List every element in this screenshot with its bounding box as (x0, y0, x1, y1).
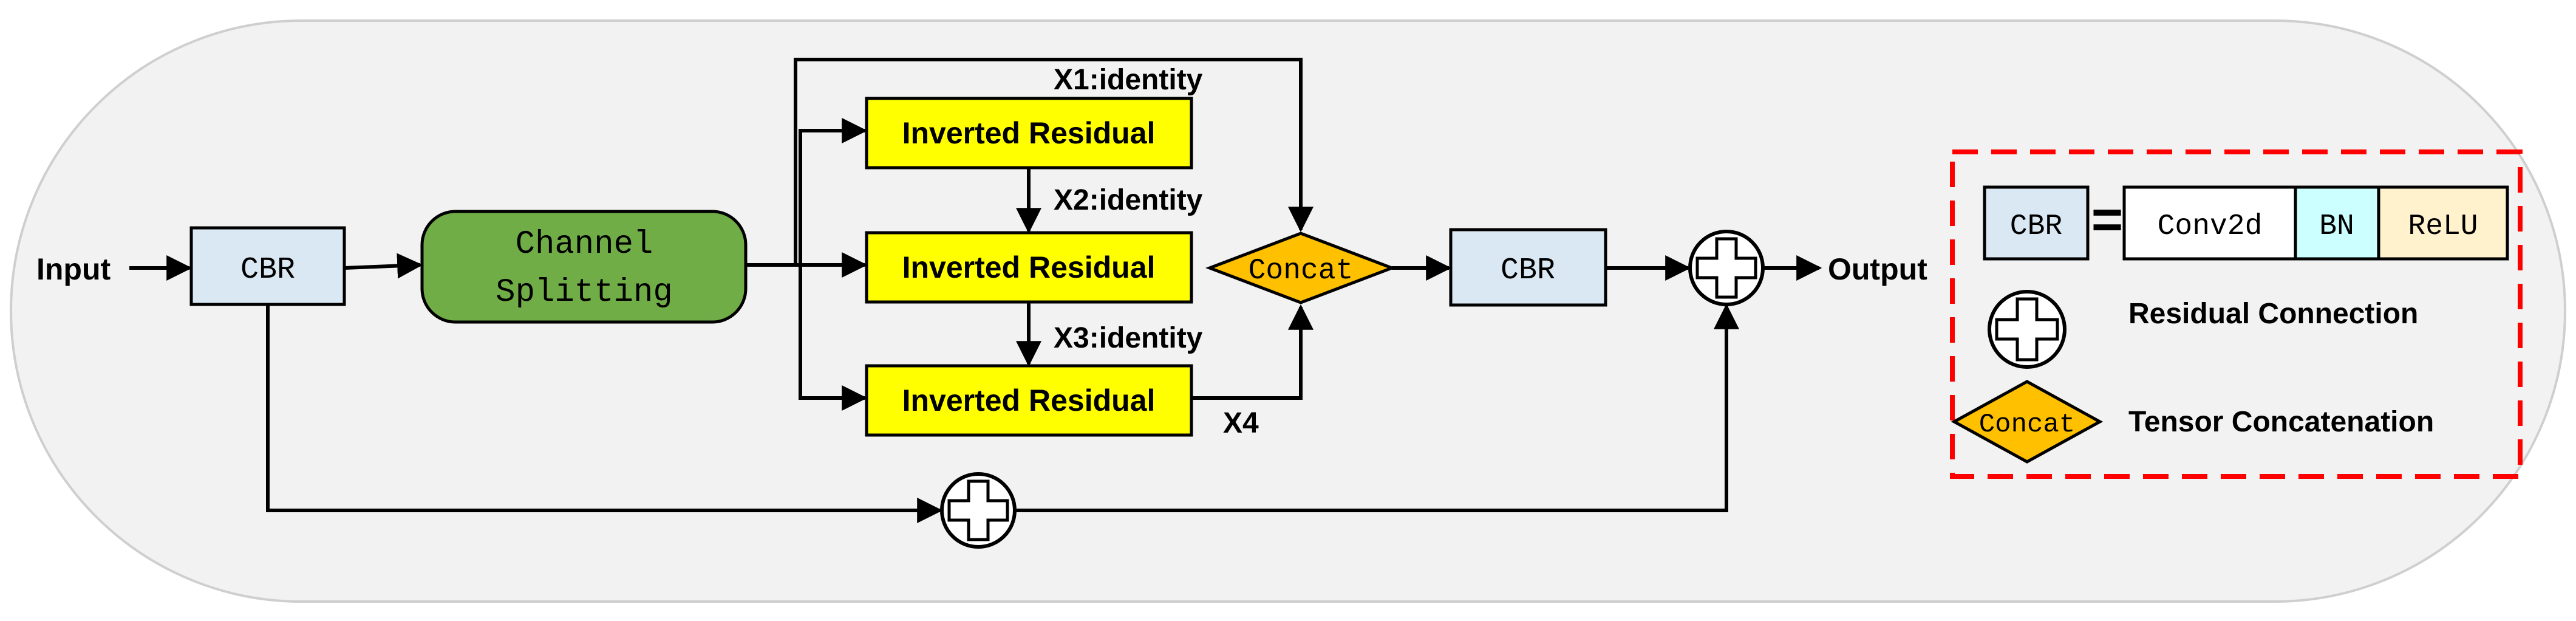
x2-identity-label: X2:identity (1054, 184, 1203, 216)
output-label: Output (1828, 252, 1927, 286)
legend-residual-label: Residual Connection (2128, 298, 2418, 330)
x3-identity-label: X3:identity (1054, 322, 1203, 354)
cbr-input-block (189, 226, 346, 306)
legend-cbr-box (1983, 185, 2090, 261)
input-label: Input (36, 252, 111, 286)
legend-relu-label: ReLU (2408, 210, 2478, 243)
legend-bn-label: BN (2319, 210, 2354, 243)
inverted-residual-label-2: Inverted Residual (902, 250, 1156, 284)
legend-concat-desc: Tensor Concatenation (2128, 406, 2434, 438)
legend-concat-icon-label: Concat (1979, 410, 2075, 440)
legend-conv-label: Conv2d (2158, 210, 2263, 243)
split-to-ir3-line (799, 265, 868, 411)
skip-residual-icon (940, 472, 1017, 549)
cbr-output-block (1449, 228, 1607, 307)
legend-conv-box (2122, 185, 2297, 261)
skip-to-residual-line (1015, 303, 1739, 512)
legend-cbr-label: CBR (2010, 210, 2062, 243)
split-to-ir1-line (799, 118, 868, 265)
x1-identity-line (794, 58, 1314, 265)
x1-identity-label: X1:identity (1054, 64, 1203, 96)
channel-splitting-line2: Splitting (496, 274, 673, 311)
cbr-input-label: CBR (240, 253, 295, 287)
cbr-to-split-arrow (344, 253, 423, 279)
legend-concat-icon (1951, 380, 2104, 464)
concat-node-label: Concat (1249, 255, 1354, 287)
inverted-residual-block-1 (865, 97, 1193, 170)
skip-connection-line (266, 304, 943, 523)
cbr-output-label: CBR (1501, 253, 1555, 288)
inverted-residual-label-1: Inverted Residual (902, 116, 1156, 150)
legend-residual-icon (1988, 290, 2067, 369)
channel-splitting-line1: Channel (516, 226, 653, 263)
inverted-residual-label-3: Inverted Residual (902, 383, 1156, 417)
x4-line (1191, 304, 1314, 400)
legend-relu-box (2377, 185, 2509, 261)
legend-box (1950, 149, 2523, 479)
legend-equals: = (2091, 190, 2124, 250)
x4-label: X4 (1223, 407, 1259, 439)
residual-connection-icon (1688, 230, 1765, 306)
